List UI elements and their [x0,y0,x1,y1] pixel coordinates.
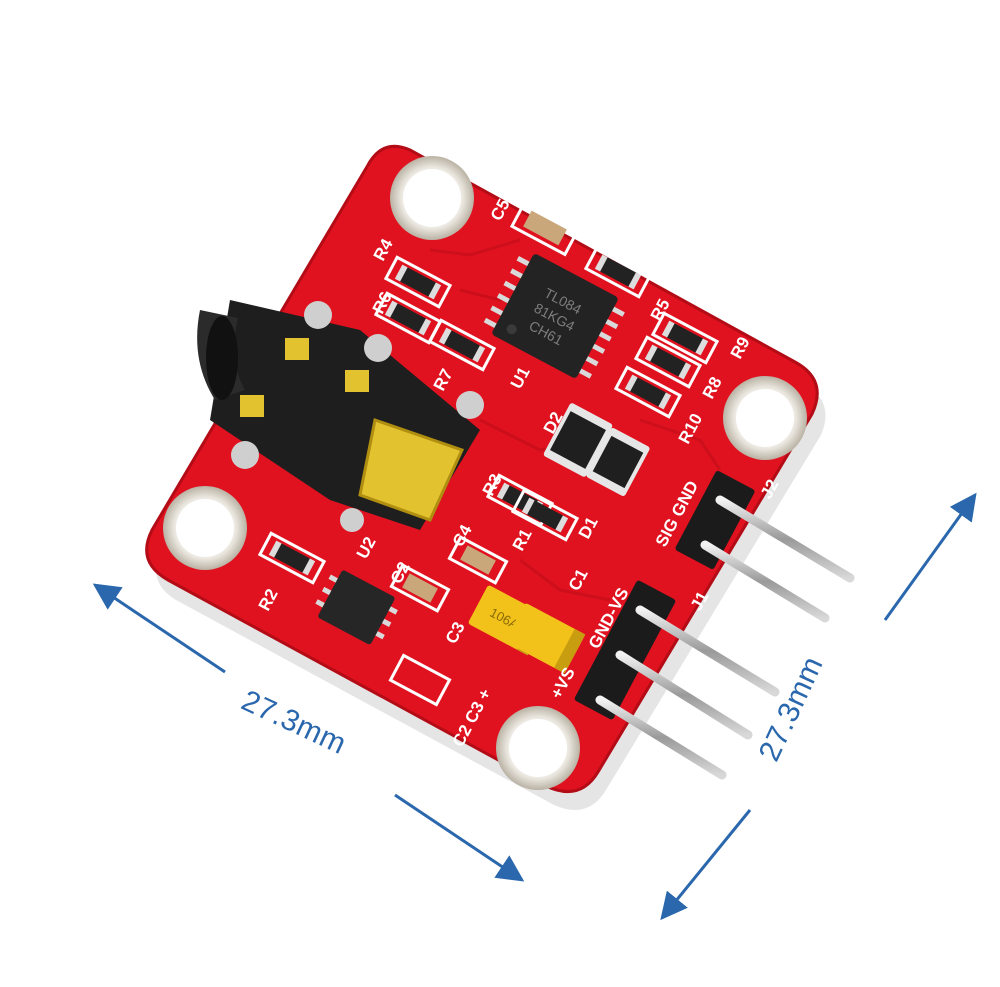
capacitor-c2 [389,563,451,613]
dimension-width-line-b [394,793,525,882]
dimension-width [92,583,525,882]
resistor-r7 [427,318,497,372]
capacitor-c4 [447,535,509,585]
resistor-r10 [613,365,683,419]
resistor-r5 [583,245,653,299]
header-j2 [675,470,855,623]
capacitor-c5 [509,199,581,257]
capacitor-c3-pad [388,653,452,707]
resistor-r2 [257,531,327,585]
header-j1 [574,580,780,780]
tantalum-cap-2 [505,603,586,674]
dimension-height-line-a [883,492,977,621]
mounting-hole-top [390,156,474,240]
resistor-r9 [650,311,720,365]
mounting-hole-bottom [496,706,580,790]
chip-u1: TL084 81KG4 CH61 [483,254,625,379]
resistor-r4 [383,255,453,309]
chip-u2 [315,570,398,645]
resistor-r8 [633,335,703,389]
dimension-width-line-a [92,583,226,674]
dimension-height-line-b [660,809,752,921]
diode-d1 [586,428,650,496]
dimension-height [660,492,977,921]
audio-jack [197,300,484,532]
mounting-hole-left [163,486,247,570]
resistor-r1 [510,488,580,542]
mounting-hole-right [723,376,807,460]
